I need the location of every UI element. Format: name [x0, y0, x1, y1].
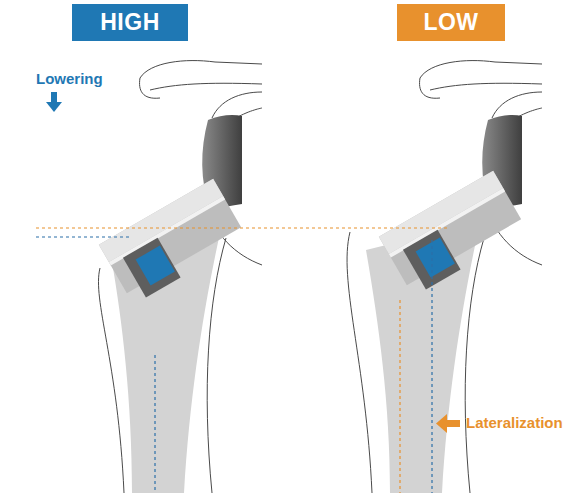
heading-box: HIGH [72, 4, 188, 41]
stem-axis [154, 355, 155, 493]
lowering-arrow [46, 92, 62, 112]
heading-text: LOW [423, 9, 478, 36]
lateralization-arrow [436, 414, 460, 433]
humerus-outline [347, 232, 372, 493]
humeral-stem [366, 222, 480, 493]
lowering-label: Lowering [36, 70, 103, 87]
humeral-stem [112, 224, 222, 493]
high-figure [98, 61, 262, 493]
lateralization-label: Lateralization [466, 414, 563, 431]
original-axis [431, 240, 432, 493]
lateralized-axis [399, 300, 400, 493]
locking-block [123, 238, 181, 298]
heading-box: LOW [397, 4, 505, 41]
reference-line [36, 227, 448, 228]
heading-text: HIGH [100, 9, 160, 36]
reference-line [36, 236, 132, 237]
